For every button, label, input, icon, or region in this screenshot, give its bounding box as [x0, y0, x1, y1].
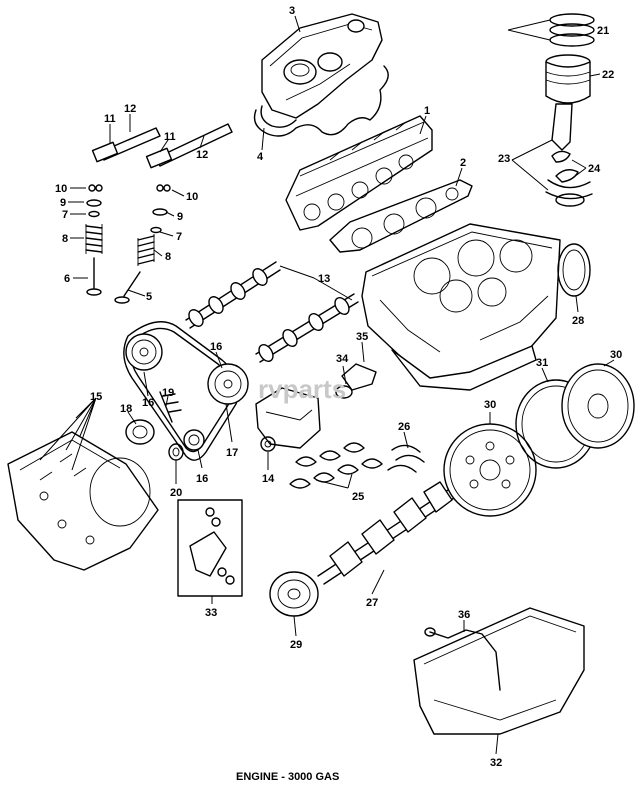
- callout-32: 32: [490, 757, 502, 769]
- callout-27: 27: [366, 597, 378, 609]
- connecting-rod: [545, 103, 593, 207]
- oil-pump-box: [177, 499, 243, 597]
- rear-main-seal: [557, 243, 591, 297]
- timing-cover: [7, 431, 159, 571]
- camshaft-plug: [335, 385, 353, 399]
- head-gasket: [329, 179, 473, 253]
- engine-block: [361, 223, 561, 391]
- piston-rings: [549, 13, 595, 47]
- thrust-washer: [168, 443, 184, 461]
- callout-11a: 11: [104, 113, 116, 125]
- callout-9a: 9: [60, 197, 66, 209]
- lash-adjusters: [91, 141, 173, 169]
- crank-sprocket: [183, 429, 205, 451]
- callout-16c: 16: [196, 473, 208, 485]
- valve-cover-gasket: [253, 65, 389, 137]
- crankshaft: [317, 477, 472, 585]
- callout-26: 26: [398, 421, 410, 433]
- callout-31: 31: [536, 357, 548, 369]
- rod-bearings: [551, 150, 579, 183]
- callout-19: 19: [162, 387, 174, 399]
- callout-30b: 30: [610, 349, 622, 361]
- callout-13: 13: [318, 273, 330, 285]
- callout-25: 25: [352, 491, 364, 503]
- cam-sprocket-left: [125, 333, 163, 371]
- callout-8b: 8: [165, 251, 171, 263]
- leader-lines: [39, 15, 615, 755]
- callout-1: 1: [424, 105, 430, 117]
- callout-34: 34: [336, 353, 349, 365]
- flexplate: [443, 423, 537, 517]
- callout-12b: 12: [196, 149, 208, 161]
- callout-7b: 7: [176, 231, 182, 243]
- callout-23: 23: [498, 153, 510, 165]
- callout-17: 17: [226, 447, 238, 459]
- camshaft-lower: [255, 293, 359, 363]
- valve-springs: [85, 224, 155, 266]
- callout-16b: 16: [210, 341, 222, 353]
- callout-2: 2: [460, 157, 466, 169]
- oil-dipstick-tube: [424, 627, 501, 691]
- valve-cover: [261, 13, 383, 119]
- valve-keepers: [88, 184, 171, 192]
- watermark: rvparts: [258, 374, 346, 404]
- callout-21: 21: [597, 25, 609, 37]
- harmonic-balancer: [269, 571, 319, 617]
- callout-8a: 8: [62, 233, 68, 245]
- callout-35: 35: [356, 331, 368, 343]
- callout-10a: 10: [55, 183, 67, 195]
- callout-14: 14: [262, 473, 275, 485]
- diagram-caption: ENGINE - 3000 GAS: [236, 771, 339, 783]
- callout-4: 4: [257, 151, 264, 163]
- callout-9b: 9: [177, 211, 183, 223]
- callout-5: 5: [146, 291, 152, 303]
- timing-belt: [123, 321, 240, 461]
- callout-30a: 30: [484, 399, 496, 411]
- front-cover: [255, 387, 321, 449]
- callout-16a: 16: [142, 397, 154, 409]
- cam-sprocket-right: [207, 363, 249, 405]
- callout-numbers: 3 1 2 4 5 6 7 7 8 8 9 9 10 10 11 11 12 1…: [55, 5, 622, 769]
- callout-11b: 11: [164, 131, 176, 143]
- thrust-bearings: [387, 444, 425, 473]
- callout-3: 3: [289, 5, 295, 17]
- cylinder-head: [285, 115, 433, 231]
- belt-tensioner: [159, 391, 182, 423]
- callout-10b: 10: [186, 191, 198, 203]
- callout-24: 24: [588, 163, 601, 175]
- callout-18: 18: [120, 403, 132, 415]
- oil-pan: [413, 607, 585, 735]
- oil-pump-seal: [260, 436, 276, 452]
- callout-36: 36: [458, 609, 470, 621]
- idler-pulley: [125, 419, 155, 445]
- flywheel: [561, 363, 635, 449]
- callout-28: 28: [572, 315, 584, 327]
- callout-22: 22: [602, 69, 614, 81]
- main-bearings: [289, 442, 383, 489]
- callout-33: 33: [205, 607, 217, 619]
- callout-7a: 7: [62, 209, 68, 221]
- callout-6: 6: [64, 273, 70, 285]
- callout-15: 15: [90, 391, 102, 403]
- callout-20: 20: [170, 487, 182, 499]
- callout-12a: 12: [124, 103, 136, 115]
- valve-seals: [88, 210, 162, 234]
- piston: [545, 54, 591, 104]
- camshaft-upper: [185, 261, 281, 329]
- valves: [86, 257, 141, 304]
- callout-29: 29: [290, 639, 302, 651]
